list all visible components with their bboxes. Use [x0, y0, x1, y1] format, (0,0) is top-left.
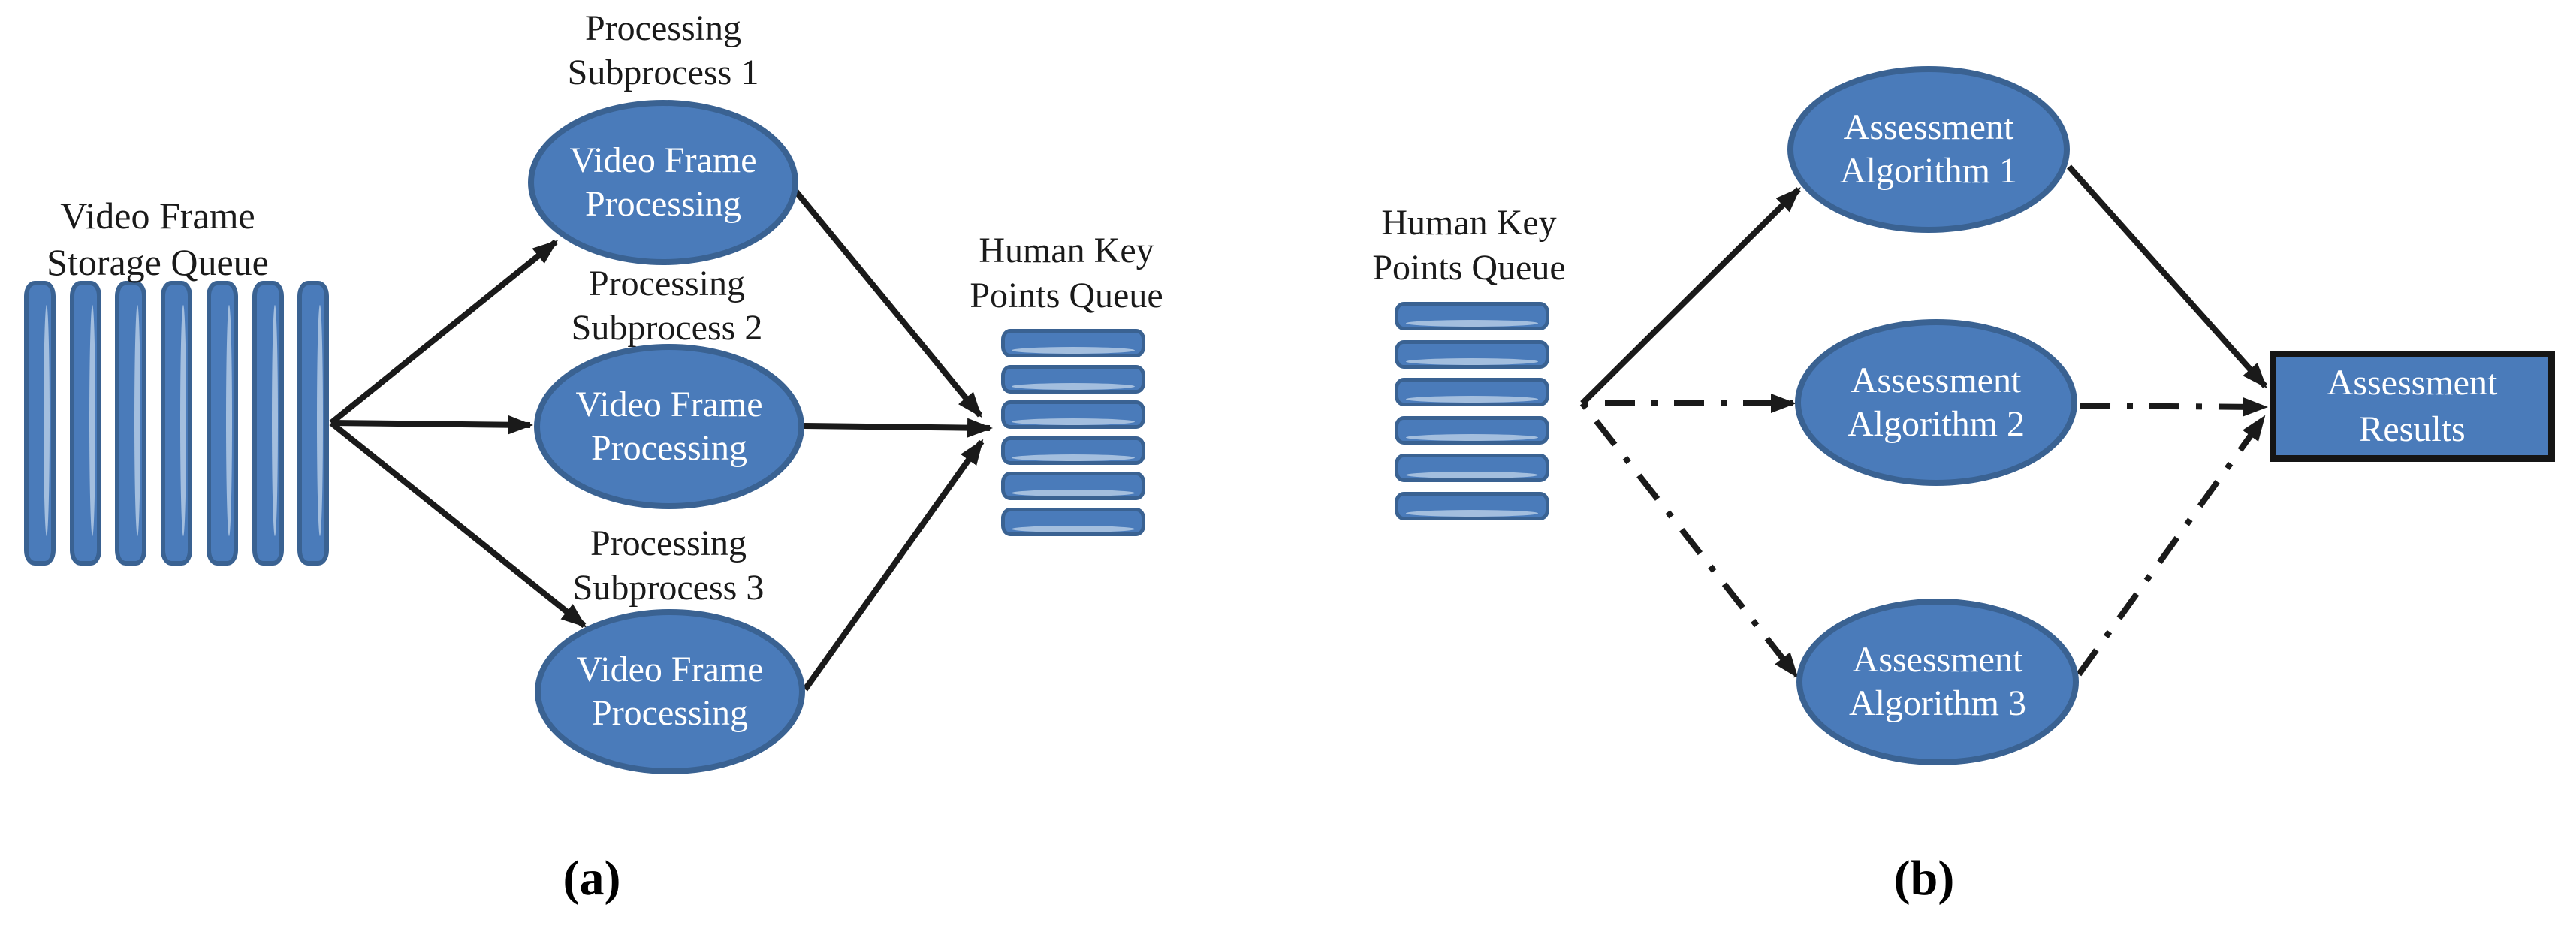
queue-bar — [1001, 400, 1145, 429]
human-key-points-queue-b — [1395, 302, 1549, 522]
arrow-a-in-3 — [329, 420, 587, 629]
queue-bar — [1395, 454, 1549, 483]
assessment-results-box: Assessment Results — [2270, 351, 2555, 462]
human-key-points-queue-a — [1001, 329, 1145, 536]
arrow-a-in-2 — [330, 415, 533, 435]
video-frame-storage-queue — [24, 281, 330, 566]
video-frame-processing-node-2: Video Frame Processing — [534, 344, 804, 509]
subprocess-1-label: Processing Subprocess 1 — [567, 8, 759, 92]
queue-bar — [161, 281, 193, 566]
arrow-a-out-1 — [793, 189, 983, 418]
queue-bar — [1001, 329, 1145, 357]
queue-bar — [69, 281, 101, 566]
arrow-b-in-3 — [1579, 401, 1799, 679]
arrow-b-out-2 — [2080, 397, 2268, 417]
arrow-a-out-3 — [802, 439, 985, 692]
video-frame-processing-node-3: Video Frame Processing — [535, 609, 805, 774]
output-queue-label-a: Human Key Points Queue — [970, 231, 1163, 315]
queue-bar — [1395, 378, 1549, 407]
caption-b: (b) — [1893, 851, 1955, 906]
caption-a: (a) — [563, 851, 621, 906]
arrow-b-out-3 — [2076, 415, 2267, 677]
video-frame-processing-node-1: Video Frame Processing — [528, 100, 798, 265]
queue-bar — [1001, 472, 1145, 500]
arrow-a-out-2 — [804, 418, 993, 438]
assessment-algorithm-node-1: Assessment Algorithm 1 — [1787, 66, 2070, 233]
assessment-algorithm-node-2: Assessment Algorithm 2 — [1795, 319, 2077, 486]
queue-bar — [1001, 507, 1145, 536]
input-queue-label-b: Human Key Points Queue — [1372, 203, 1566, 288]
assessment-algorithm-node-3: Assessment Algorithm 3 — [1796, 599, 2079, 765]
queue-bar — [252, 281, 284, 566]
queue-bar — [1395, 415, 1549, 445]
arrow-a-in-1 — [329, 239, 559, 426]
queue-bar — [1395, 339, 1549, 369]
queue-bar — [206, 281, 238, 566]
queue-bar — [1395, 302, 1549, 330]
subprocess-3-label: Processing Subprocess 3 — [572, 523, 765, 608]
queue-bar — [297, 281, 330, 566]
queue-bar — [1395, 492, 1549, 520]
arrow-b-in-1 — [1580, 187, 1801, 406]
queue-bar — [24, 281, 56, 566]
subprocess-2-label: Processing Subprocess 2 — [571, 264, 763, 348]
queue-bar — [1001, 364, 1145, 394]
queue-bar — [115, 281, 147, 566]
storage-queue-label: Video Frame Storage Queue — [47, 195, 269, 283]
queue-bar — [1001, 436, 1145, 465]
arrow-b-out-1 — [2067, 164, 2267, 388]
